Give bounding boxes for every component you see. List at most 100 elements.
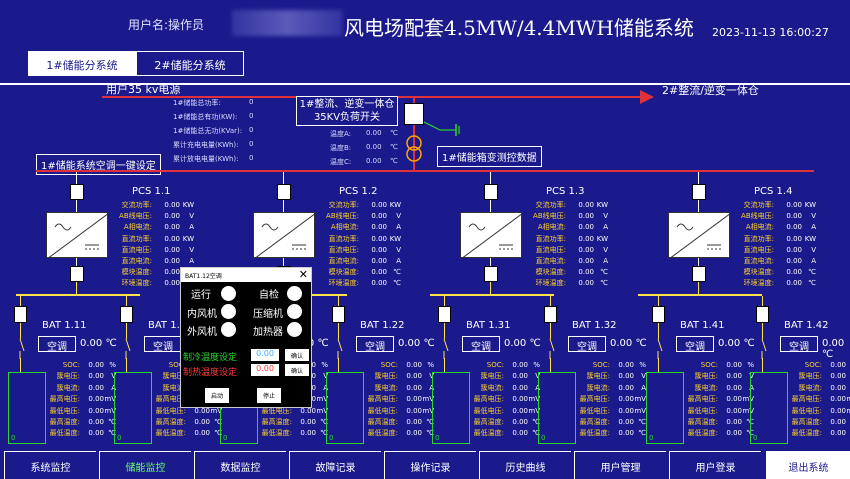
aircon-button[interactable]: 空调 — [462, 336, 500, 353]
nav-button[interactable]: 历史曲线 — [479, 451, 571, 479]
page-title: 风电场配套4.5MW/4.4MWH储能系统 — [344, 16, 694, 40]
nav-button[interactable]: 用户登录 — [669, 451, 761, 479]
indicator-led — [287, 322, 302, 337]
battery-breaker[interactable] — [756, 306, 769, 323]
aircon-button[interactable]: 空调 — [144, 336, 182, 353]
heating-confirm-button[interactable]: 确认 — [285, 364, 309, 376]
cooling-setpoint-input[interactable]: 0.00 — [251, 349, 279, 361]
battery-readout-row: 簇电压:0.00V — [780, 371, 850, 382]
pcs-breaker[interactable] — [484, 184, 498, 200]
readout-label: 直流功率: — [743, 234, 774, 243]
battery-breaker[interactable] — [652, 306, 665, 323]
readout-value: 0.00 — [371, 212, 387, 221]
battery-link — [444, 358, 445, 372]
readout-label: 直流电压: — [535, 245, 566, 254]
readout-label: 环境温度: — [328, 279, 359, 288]
nav-button[interactable]: 数据监控 — [194, 451, 286, 479]
readout-label: 模块温度: — [535, 268, 566, 277]
nav-button[interactable]: 故障记录 — [289, 451, 381, 479]
battery-link — [338, 323, 339, 339]
pcs-converter-icon[interactable] — [668, 212, 730, 258]
readout-value: 0.00 — [726, 361, 742, 369]
exit-button[interactable]: 退出系统 — [766, 451, 850, 479]
indicator-led — [287, 304, 302, 319]
disconnect-switch-icon — [334, 338, 344, 363]
nav-button[interactable]: 用户管理 — [574, 451, 666, 479]
readout-value: 0.00 — [786, 268, 802, 277]
pcs-breaker[interactable] — [692, 184, 706, 200]
readout-unit: mV — [846, 395, 850, 404]
readout-label: 交流功率: — [535, 201, 566, 209]
stat-label: 1#储能总功率: — [173, 99, 221, 107]
converter-symbol-icon — [255, 213, 314, 257]
tab-subsystem-2[interactable]: 2#储能分系统 — [136, 51, 244, 76]
battery-link — [762, 296, 763, 306]
readout-value: 0.00 — [164, 279, 180, 288]
pcs-converter-icon[interactable] — [253, 212, 315, 258]
transformer-data-button[interactable]: 1#储能箱变测控数据 — [437, 146, 542, 167]
aircon-button[interactable]: 空调 — [38, 336, 76, 353]
cooling-confirm-button[interactable]: 确认 — [285, 349, 309, 361]
pcs-breaker[interactable] — [70, 184, 84, 200]
nav-button[interactable]: 操作记录 — [384, 451, 476, 479]
pcs-converter-icon[interactable] — [46, 212, 108, 258]
readout-unit: A — [846, 383, 850, 394]
heating-setpoint-input[interactable]: 0.00 — [251, 364, 279, 376]
pcs-breaker[interactable] — [277, 184, 291, 200]
load-switch[interactable] — [404, 103, 424, 125]
nav-button[interactable]: 系统监控 — [4, 451, 96, 479]
pcs-dc-breaker[interactable] — [70, 266, 84, 282]
pcs-readout-row: 环境温度:0.00℃ — [732, 278, 816, 289]
readout-value: 0.00 — [164, 212, 180, 221]
readout-label: 最低电压: — [473, 406, 504, 415]
battery-breaker[interactable] — [14, 306, 27, 323]
pcs-dc-breaker[interactable] — [484, 266, 498, 282]
stop-button[interactable]: 停止 — [257, 388, 281, 403]
readout-label: A相电流: — [330, 223, 359, 232]
start-button[interactable]: 启动 — [205, 388, 229, 403]
tab-subsystem-1[interactable]: 1#储能分系统 — [28, 51, 136, 76]
battery-readout-row: 最低温度:0.00℃ — [780, 428, 850, 439]
readout-value: 0.00 — [406, 418, 422, 427]
readout-value: 0.00 — [164, 257, 180, 266]
readout-label: 簇电流: — [162, 383, 186, 392]
readout-value: 0.00 — [726, 395, 742, 404]
aircon-button[interactable]: 空调 — [356, 336, 394, 353]
readout-value: 0.00 — [300, 418, 316, 427]
aircon-button[interactable]: 空调 — [568, 336, 606, 353]
pcs-dc-breaker[interactable] — [692, 266, 706, 282]
readout-value: 0.00 — [786, 245, 802, 254]
pcs-converter-icon[interactable] — [460, 212, 522, 258]
battery-breaker[interactable] — [438, 306, 451, 323]
aircon-button[interactable]: 空调 — [780, 336, 818, 353]
readout-value: 0.00 — [578, 245, 594, 254]
readout-value: 0.00 — [830, 383, 846, 392]
battery-link — [762, 323, 763, 339]
aircon-temperature: 0.00 ℃ — [398, 338, 435, 349]
aircon-one-key-button[interactable]: 1#储能系统空调一键设定 — [36, 154, 161, 175]
readout-label: 交流功率: — [328, 201, 359, 209]
battery-breaker[interactable] — [544, 306, 557, 323]
battery-breaker[interactable] — [332, 306, 345, 323]
nav-button[interactable]: 储能监控 — [99, 451, 191, 479]
transformer-icon — [406, 135, 422, 162]
battery-icon: 0 — [646, 372, 684, 444]
battery-breaker[interactable] — [120, 306, 133, 323]
close-icon[interactable]: ✕ — [298, 268, 308, 281]
readout-unit: % — [846, 360, 850, 371]
temp-unit: ℃ — [529, 338, 541, 349]
readout-label: 直流功率: — [328, 234, 359, 243]
load-switch-label[interactable]: 1#整流、逆变一体仓 35KV负荷开关 — [296, 96, 398, 126]
readout-label: 簇电压: — [798, 372, 822, 381]
aircon-button[interactable]: 空调 — [676, 336, 714, 353]
readout-label: 最高温度: — [791, 418, 822, 427]
pcs-title: PCS 1.3 — [546, 186, 585, 197]
